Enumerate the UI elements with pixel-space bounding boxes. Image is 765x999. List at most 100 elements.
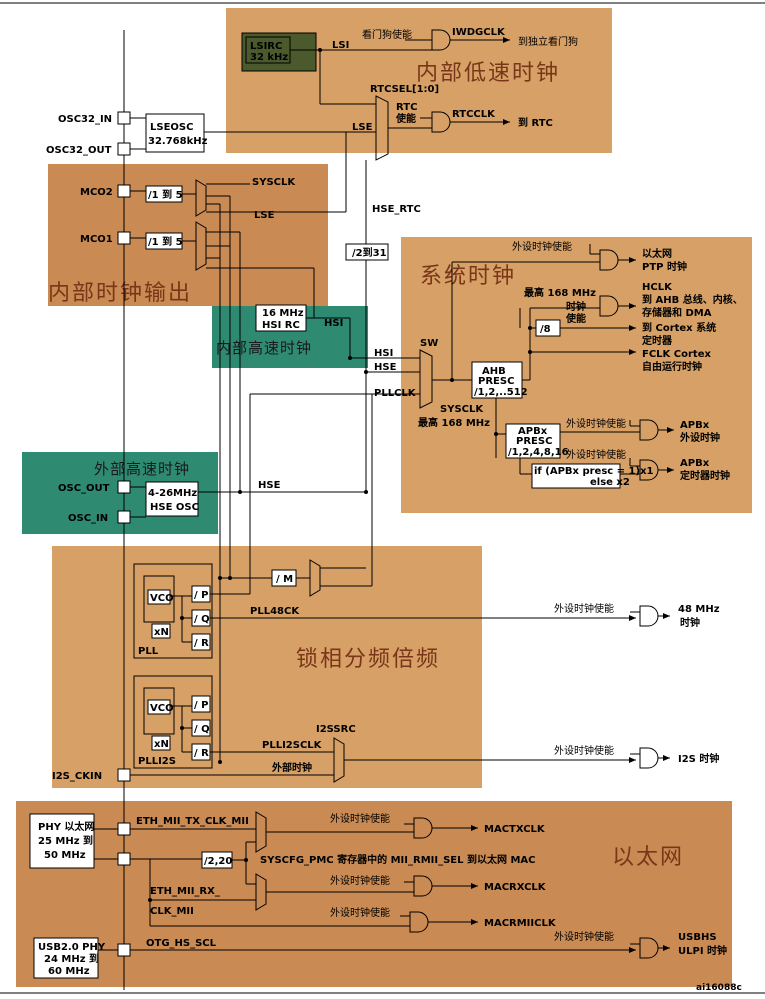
svg-text:外设时钟: 外设时钟 [679, 431, 720, 444]
svg-text:MACRMIICLK: MACRMIICLK [484, 918, 557, 929]
svg-text:/1,2,..512: /1,2,..512 [474, 387, 528, 398]
svg-text:50 MHz: 50 MHz [44, 850, 86, 861]
svg-text:外设时钟使能: 外设时钟使能 [566, 448, 626, 461]
svg-text:24 MHz 到: 24 MHz 到 [44, 952, 99, 965]
svg-text:ETH_MII_TX_CLK_MII: ETH_MII_TX_CLK_MII [136, 816, 249, 827]
svg-text:外设时钟使能: 外设时钟使能 [554, 930, 614, 943]
svg-text:PLLI2SCLK: PLLI2SCLK [262, 740, 323, 751]
svg-text:OSC_OUT: OSC_OUT [58, 483, 110, 494]
svg-text:/ M: / M [276, 574, 293, 585]
svg-text:/ P: / P [194, 700, 208, 711]
svg-text:自由运行时钟: 自由运行时钟 [642, 360, 702, 373]
region-sys-title: 系统时钟 [420, 264, 516, 289]
svg-text:APBx: APBx [518, 426, 548, 437]
pin-mco1: MCO1 [80, 231, 131, 245]
plli2s-block: VCO xN / P / Q / R PLLI2S [133, 675, 213, 769]
svg-text:PLLCLK: PLLCLK [374, 388, 417, 399]
svg-text:到 AHB 总线、内核、: 到 AHB 总线、内核、 [642, 293, 743, 306]
region-lsi-title: 内部低速时钟 [416, 61, 560, 86]
svg-text:以太网: 以太网 [642, 247, 672, 260]
svg-text:PRESC: PRESC [478, 376, 514, 387]
svg-text:使能: 使能 [395, 112, 416, 125]
svg-text:外设时钟使能: 外设时钟使能 [512, 240, 572, 253]
svg-text:I2S_CKIN: I2S_CKIN [52, 771, 102, 782]
hsirc-block: 16 MHz HSI RC [255, 304, 307, 332]
pin-osc32-out: OSC32_OUT [46, 142, 131, 156]
pin-osc-in: OSC_IN [68, 510, 131, 524]
lseosc-block: LSEOSC 32.768kHz [145, 113, 208, 153]
svg-text:USBHS: USBHS [678, 932, 717, 943]
pin-osc-out: OSC_OUT [58, 480, 131, 494]
svg-text:PTP 时钟: PTP 时钟 [642, 260, 687, 273]
region-mco-title: 内部时钟输出 [48, 281, 192, 306]
pin-osc32-in: OSC32_IN [58, 111, 131, 125]
svg-text:SYSCLK: SYSCLK [440, 404, 484, 415]
svg-text:RTCCLK: RTCCLK [452, 109, 496, 120]
pll-block: VCO xN / P / Q / R PLL [133, 563, 213, 659]
svg-text:/1 到 5: /1 到 5 [148, 235, 183, 248]
svg-text:/1,2,4,8,16: /1,2,4,8,16 [508, 447, 569, 458]
svg-text:I2SSRC: I2SSRC [316, 724, 356, 735]
svg-text:/1 到 5: /1 到 5 [148, 188, 183, 201]
svg-text:OSC32_IN: OSC32_IN [58, 114, 112, 125]
svg-text:PHY 以太网: PHY 以太网 [38, 820, 94, 833]
phy-block: PHY 以太网 25 MHz 到 50 MHz [29, 813, 95, 869]
svg-text:APBx: APBx [680, 458, 710, 469]
svg-text:LSI: LSI [332, 40, 349, 51]
svg-text:32 kHz: 32 kHz [250, 52, 288, 63]
svg-text:xN: xN [154, 739, 169, 750]
svg-text:时钟: 时钟 [680, 616, 700, 629]
svg-text:外设时钟使能: 外设时钟使能 [554, 744, 614, 757]
usb-phy-block: USB2.0 PHY 24 MHz 到 60 MHz [33, 937, 106, 979]
svg-text:if (APBx presc = 1)x1: if (APBx presc = 1)x1 [534, 466, 654, 477]
svg-text:VCO: VCO [150, 703, 174, 714]
svg-text:HSI RC: HSI RC [262, 320, 300, 331]
svg-text:HSE: HSE [258, 480, 281, 491]
svg-text:外设时钟使能: 外设时钟使能 [554, 602, 614, 615]
svg-text:时钟: 时钟 [566, 300, 586, 313]
svg-text:外部时钟: 外部时钟 [271, 761, 312, 774]
svg-text:VCO: VCO [150, 593, 174, 604]
svg-text:HSE OSC: HSE OSC [150, 502, 199, 513]
svg-text:OSC_IN: OSC_IN [68, 513, 108, 524]
svg-text:RTCSEL[1:0]: RTCSEL[1:0] [370, 84, 439, 95]
svg-text:外设时钟使能: 外设时钟使能 [330, 906, 390, 919]
svg-text:I2S 时钟: I2S 时钟 [678, 752, 719, 765]
svg-text:到 Cortex 系统: 到 Cortex 系统 [642, 321, 716, 334]
svg-text:LSIRC: LSIRC [250, 41, 282, 52]
svg-text:xN: xN [154, 627, 169, 638]
svg-text:SYSCLK: SYSCLK [252, 177, 296, 188]
svg-text:48 MHz: 48 MHz [678, 604, 720, 615]
svg-text:HSE_RTC: HSE_RTC [372, 204, 421, 215]
svg-text:到独立看门狗: 到独立看门狗 [518, 35, 578, 48]
svg-text:else x2: else x2 [590, 477, 630, 488]
svg-text:32.768kHz: 32.768kHz [148, 136, 208, 147]
svg-text:HSI: HSI [324, 318, 343, 329]
svg-text:16 MHz: 16 MHz [262, 308, 304, 319]
svg-text:SYSCFG_PMC 寄存器中的 MII_RMII_SEL: SYSCFG_PMC 寄存器中的 MII_RMII_SEL 到以太网 MAC [260, 853, 536, 866]
svg-text:使能: 使能 [565, 312, 586, 325]
svg-text:最高 168 MHz: 最高 168 MHz [418, 416, 490, 429]
region-lsi-bg [226, 8, 612, 153]
svg-text:/8: /8 [540, 324, 551, 335]
svg-text:最高 168 MHz: 最高 168 MHz [524, 286, 596, 299]
svg-text:SW: SW [420, 338, 438, 349]
svg-text:LSEOSC: LSEOSC [150, 122, 193, 133]
svg-text:AHB: AHB [482, 366, 506, 377]
svg-text:FCLK Cortex: FCLK Cortex [642, 349, 711, 360]
region-mco-bg [48, 164, 328, 306]
svg-text:PRESC: PRESC [516, 436, 552, 447]
svg-text:到 RTC: 到 RTC [518, 116, 553, 129]
svg-text:PLLI2S: PLLI2S [138, 756, 176, 767]
svg-text:CLK_MII: CLK_MII [150, 906, 194, 917]
svg-text:/ P: / P [194, 590, 208, 601]
svg-text:MCO1: MCO1 [80, 234, 113, 245]
pin-mco2: MCO2 [80, 184, 131, 198]
region-eth-title: 以太网 [612, 845, 684, 870]
svg-text:PLL48CK: PLL48CK [250, 606, 300, 617]
footer-code: ai16088c [696, 983, 742, 993]
svg-text:存储器和 DMA: 存储器和 DMA [642, 306, 712, 319]
svg-text:OSC32_OUT: OSC32_OUT [46, 145, 112, 156]
svg-text:MCO2: MCO2 [80, 187, 113, 198]
